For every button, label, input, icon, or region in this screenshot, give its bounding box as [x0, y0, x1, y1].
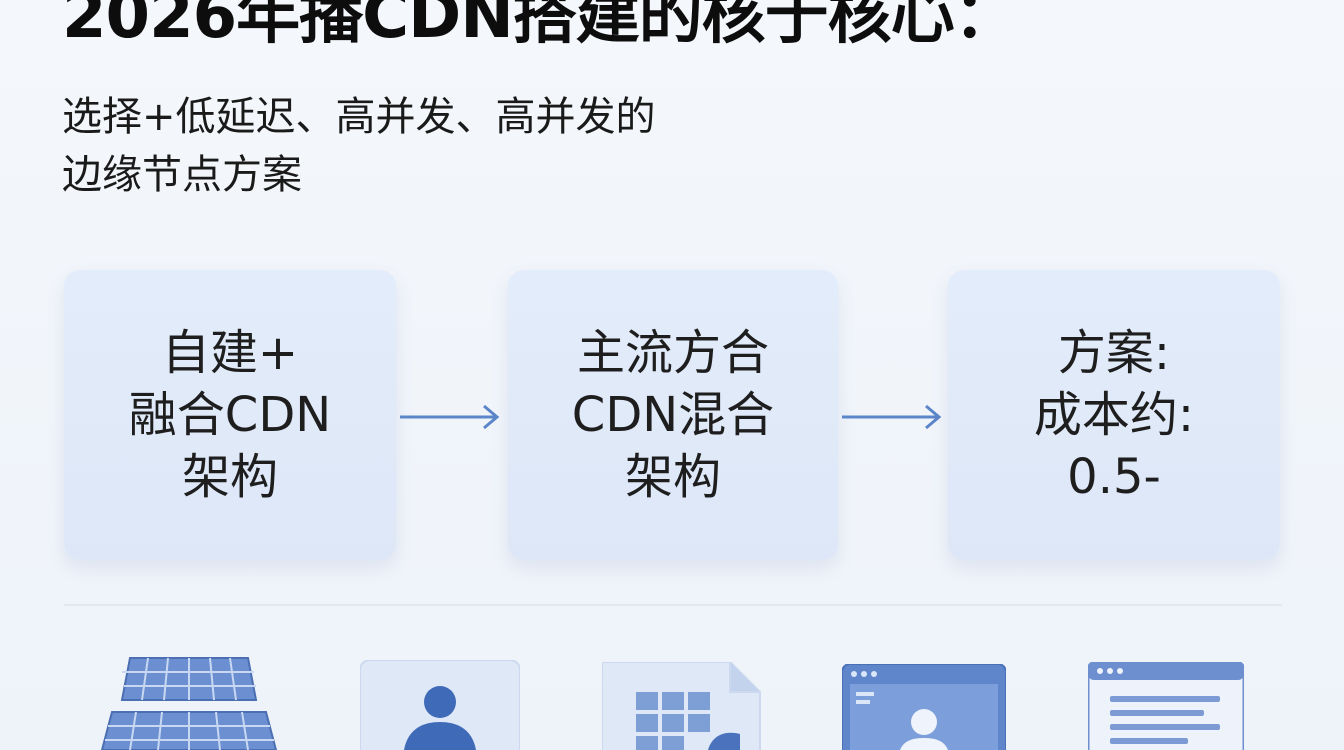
card-3-line-3: 0.5- — [1067, 449, 1161, 505]
arrow-right-icon — [842, 404, 942, 430]
page-title: 2026年播CDN搭建的核于核心： — [62, 0, 1018, 53]
card-2-line-2: CDN混合 — [571, 387, 775, 443]
card-2-line-3: 架构 — [624, 449, 721, 505]
card-1-line-3: 架构 — [181, 449, 278, 505]
step-card-1: 自建+ 融合CDN 架构 — [64, 270, 396, 560]
document-text-icon — [1088, 662, 1244, 750]
user-icon — [360, 660, 520, 750]
arrow-right-icon — [400, 404, 500, 430]
card-3-line-2: 成本约: — [1033, 387, 1195, 443]
card-3-line-1: 方案: — [1057, 325, 1171, 381]
card-1-line-2: 融合CDN — [128, 387, 332, 443]
step-card-3: 方案: 成本约: 0.5- — [948, 270, 1280, 560]
browser-user-icon — [842, 664, 1006, 750]
server-grid-icon — [100, 657, 278, 750]
document-grid-icon — [602, 662, 761, 750]
section-divider — [64, 604, 1282, 606]
step-card-2: 主流方合 CDN混合 架构 — [508, 270, 838, 560]
card-2-line-1: 主流方合 — [576, 325, 769, 381]
page-subtitle: 选择+低延迟、高并发、高并发的 边缘节点方案 — [62, 88, 656, 204]
card-1-line-1: 自建+ — [161, 325, 299, 381]
subtitle-line-2: 边缘节点方案 — [62, 152, 302, 198]
subtitle-line-1: 选择+低延迟、高并发、高并发的 — [62, 94, 656, 140]
